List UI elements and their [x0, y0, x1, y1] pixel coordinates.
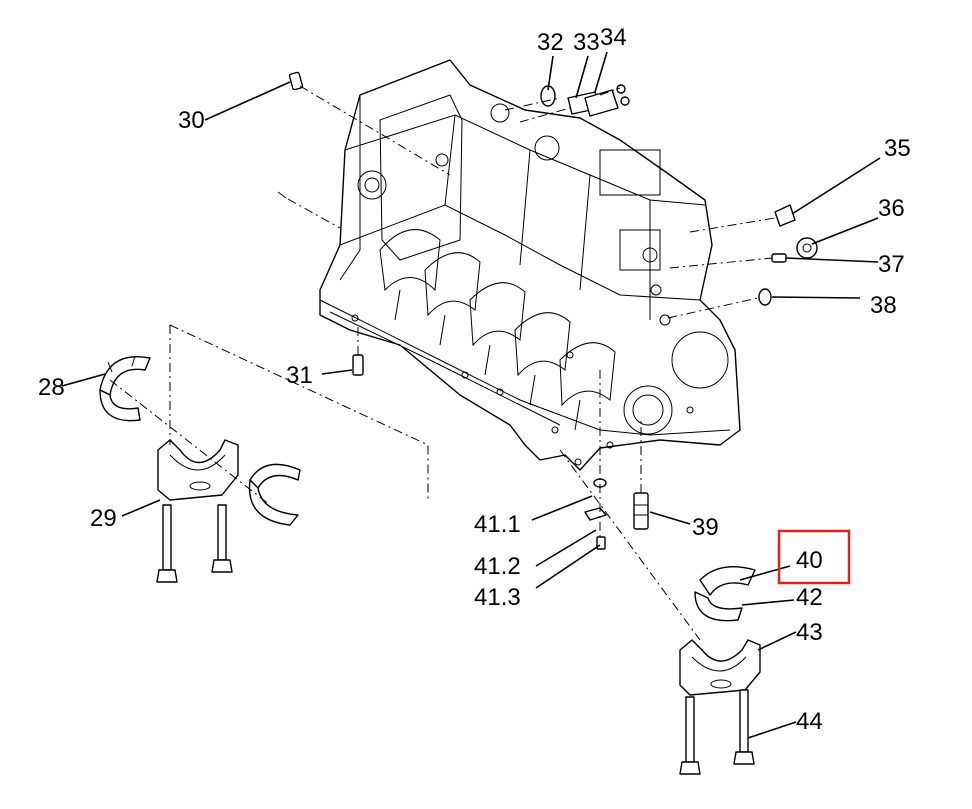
label-44: 44	[796, 708, 823, 735]
part-44-bolts	[679, 689, 755, 775]
label-41-3: 41.3	[474, 584, 521, 611]
part-30-dowel	[288, 71, 451, 176]
part-31-dowel	[352, 325, 364, 376]
label-35: 35	[884, 135, 911, 162]
right-assembly-dashline	[559, 449, 701, 641]
block-bolt-holes	[351, 314, 694, 466]
label-38: 38	[870, 292, 897, 319]
label-37: 37	[878, 251, 905, 278]
part-43-bearing-cap	[679, 639, 761, 696]
part-28-lower-shell	[248, 463, 301, 526]
engine-block	[319, 59, 741, 471]
part-28-bearing-shell	[99, 355, 151, 422]
label-34: 34	[600, 24, 627, 51]
label-39: 39	[692, 514, 719, 541]
label-43: 43	[796, 619, 823, 646]
part-29-bolts	[156, 504, 233, 583]
part-39-jet	[633, 420, 649, 530]
label-33: 33	[573, 29, 600, 56]
part-35-sensor	[689, 204, 796, 233]
label-31: 31	[286, 362, 313, 389]
label-42: 42	[796, 584, 823, 611]
part-42-bearing-shell	[694, 566, 756, 622]
label-41-1: 41.1	[474, 511, 521, 538]
label-30: 30	[178, 107, 205, 134]
small-pin	[277, 191, 341, 229]
parts-32-34-cover	[504, 84, 630, 123]
part-29-bearing-cap	[157, 439, 239, 501]
label-28: 28	[38, 374, 65, 401]
label-29: 29	[90, 505, 117, 532]
label-32: 32	[537, 29, 564, 56]
label-36: 36	[878, 195, 905, 222]
leader-lines	[61, 51, 881, 739]
part-38-plug	[667, 288, 772, 319]
label-40: 40	[796, 547, 823, 574]
left-assembly-dashlines	[109, 324, 429, 506]
highlight-box-40[interactable]: 40	[777, 529, 851, 585]
label-41-2: 41.2	[474, 553, 521, 580]
